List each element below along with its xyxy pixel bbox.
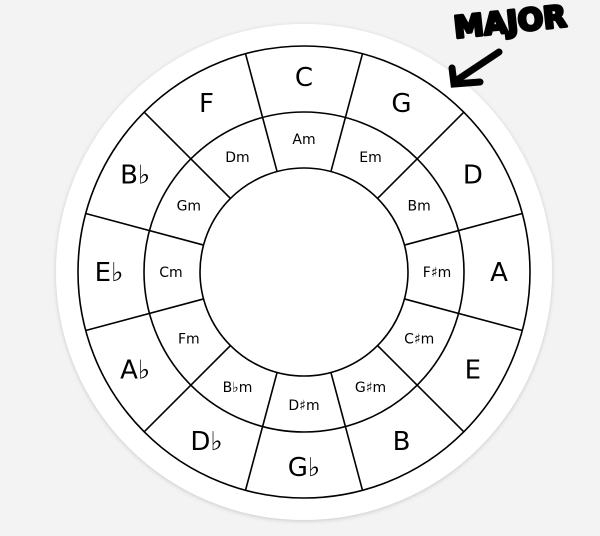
segment-divider xyxy=(376,111,465,200)
minor-key-label: Am xyxy=(292,132,315,148)
segment-divider xyxy=(404,298,523,332)
major-key-label: B xyxy=(393,427,411,457)
segment-divider xyxy=(330,372,364,491)
segment-divider xyxy=(404,212,523,246)
segment-divider xyxy=(143,344,232,433)
segment-divider xyxy=(244,372,278,491)
minor-key-label: B♭m xyxy=(223,380,253,396)
segment-divider xyxy=(244,53,278,172)
segment-divider xyxy=(143,111,232,200)
major-key-label: C xyxy=(295,63,313,93)
major-key-label: E♭ xyxy=(95,258,124,288)
major-key-label: F xyxy=(199,89,214,119)
major-key-label: D xyxy=(463,161,483,191)
major-key-label: E xyxy=(465,356,481,386)
segment-divider xyxy=(376,344,465,433)
arrow-icon xyxy=(448,48,503,88)
inner-circle xyxy=(199,167,409,377)
segment-divider xyxy=(330,53,364,172)
major-key-label: A♭ xyxy=(120,356,150,386)
minor-key-label: C♯m xyxy=(404,332,434,348)
minor-key-label: G♯m xyxy=(355,380,386,396)
minor-key-label: Gm xyxy=(177,199,202,215)
middle-ring xyxy=(143,111,465,433)
minor-key-label: Cm xyxy=(159,265,182,281)
major-key-label: A xyxy=(490,258,508,288)
major-key-label: D♭ xyxy=(190,427,222,457)
minor-key-label: D♯m xyxy=(288,398,319,414)
major-annotation: MAJOR xyxy=(448,0,570,88)
minor-key-label: Em xyxy=(359,150,381,166)
minor-key-label: Bm xyxy=(408,199,431,215)
major-key-label: B♭ xyxy=(120,161,150,191)
minor-key-label: F♯m xyxy=(423,265,451,281)
major-key-label: G♭ xyxy=(288,453,320,483)
segment-divider xyxy=(85,212,204,246)
major-key-label: G xyxy=(391,89,411,119)
minor-key-label: Dm xyxy=(225,150,249,166)
segment-divider xyxy=(85,298,204,332)
major-annotation-text: MAJOR xyxy=(452,0,568,46)
minor-key-label: Fm xyxy=(178,332,200,348)
